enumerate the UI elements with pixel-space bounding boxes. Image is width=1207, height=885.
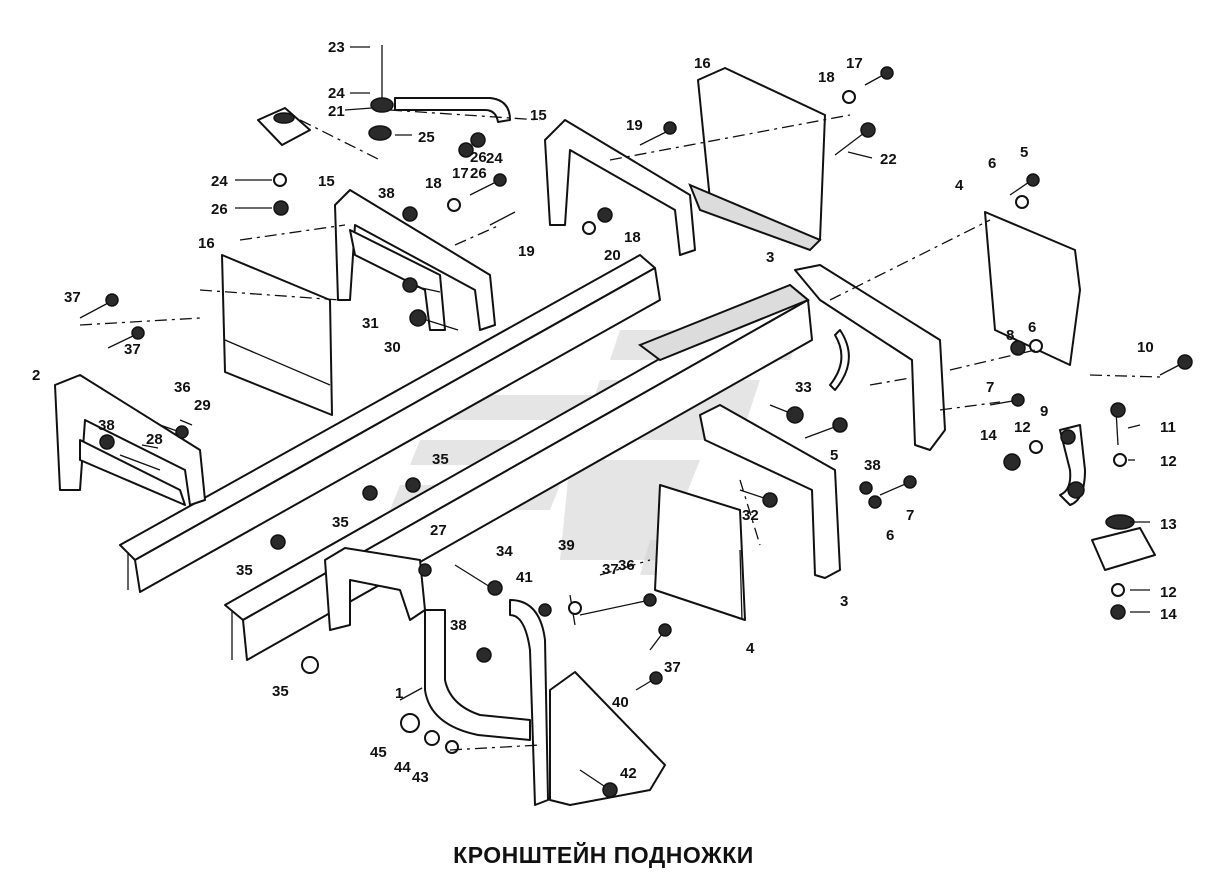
bracket-2-left — [54, 374, 206, 506]
callout: 12 — [1160, 453, 1177, 470]
callout: 31 — [362, 315, 379, 332]
callout: 12 — [1160, 584, 1177, 601]
callout: 36 — [618, 557, 635, 574]
callout: 13 — [1160, 516, 1177, 533]
callout: 38 — [450, 617, 467, 634]
callout: 14 — [980, 427, 997, 444]
callout: 4 — [746, 640, 755, 657]
callout: 37 — [124, 341, 141, 358]
callout: 16 — [694, 55, 711, 72]
rubber-pad-13 — [1091, 514, 1156, 571]
callout: 33 — [795, 379, 812, 396]
callout: 7 — [986, 379, 994, 396]
callout: 20 — [604, 247, 621, 264]
bracket-15-mid — [544, 119, 696, 256]
callout: 6 — [886, 527, 894, 544]
callout: 23 — [328, 39, 345, 56]
callout: 38 — [378, 185, 395, 202]
callout: 7 — [906, 507, 914, 524]
callout: 5 — [830, 447, 838, 464]
callout: 8 — [1006, 327, 1014, 344]
callout: 36 — [174, 379, 191, 396]
callout: 32 — [742, 507, 759, 524]
callout: 22 — [880, 151, 897, 168]
callout: 29 — [194, 397, 211, 414]
callout: 26 — [211, 201, 228, 218]
callout: 27 — [430, 522, 447, 539]
callout: 24 — [211, 173, 228, 190]
callout: 9 — [1040, 403, 1048, 420]
step-arm-1 — [424, 609, 531, 741]
callout: 28 — [146, 431, 163, 448]
callout-labels: 23 24 21 25 24 26 17 26 24 26 18 15 38 1… — [32, 39, 1177, 786]
callout: 1 — [395, 685, 403, 702]
frame-rail-front — [119, 254, 661, 593]
callout: 15 — [530, 107, 547, 124]
callout: 35 — [332, 514, 349, 531]
callout: 35 — [272, 683, 289, 700]
callout: 15 — [318, 173, 335, 190]
callout: 24 — [486, 150, 503, 167]
callout: 24 — [328, 85, 345, 102]
step-hanger — [509, 599, 549, 806]
callout: 21 — [328, 103, 345, 120]
callout: 17 — [846, 55, 863, 72]
callout: 10 — [1137, 339, 1154, 356]
callout: 19 — [626, 117, 643, 134]
diagram-caption: КРОНШТЕЙН ПОДНОЖКИ — [453, 842, 754, 868]
callout: 26 — [470, 165, 487, 182]
callout: 5 — [1020, 144, 1028, 161]
step-plate-42 — [549, 671, 666, 806]
callout: 26 — [470, 149, 487, 166]
fastener-set — [99, 66, 1193, 798]
plate-16-left — [221, 254, 333, 416]
callout: 39 — [558, 537, 575, 554]
callout: 18 — [624, 229, 641, 246]
callout: 44 — [394, 759, 411, 776]
callout: 17 — [452, 165, 469, 182]
callout: 42 — [620, 765, 637, 782]
callout: 35 — [236, 562, 253, 579]
callout: 18 — [818, 69, 835, 86]
callout: 37 — [602, 561, 619, 578]
callout: 40 — [612, 694, 629, 711]
callout: 30 — [384, 339, 401, 356]
step-bracket-27 — [324, 547, 426, 631]
callout: 25 — [418, 129, 435, 146]
plate-16-right — [688, 67, 826, 252]
callout: 3 — [766, 249, 774, 266]
rubber-pad-top — [257, 107, 311, 146]
callout: 43 — [412, 769, 429, 786]
callout: 6 — [988, 155, 996, 172]
callout: 3 — [840, 593, 848, 610]
callout: 11 — [1160, 419, 1176, 436]
callout: 37 — [664, 659, 681, 676]
callout: 34 — [496, 543, 513, 560]
assembly-lines — [79, 109, 1161, 751]
callout: 14 — [1160, 606, 1177, 623]
bracket-15-left — [334, 189, 496, 331]
callout: 19 — [518, 243, 535, 260]
tube-21 — [368, 45, 511, 141]
callout-leaders — [141, 46, 1150, 701]
bracket-3-upper — [794, 264, 946, 451]
callout: 38 — [98, 417, 115, 434]
callout: 45 — [370, 744, 387, 761]
callout: 38 — [864, 457, 881, 474]
callout: 35 — [432, 451, 449, 468]
plate-4-right — [984, 211, 1081, 366]
bracket-3-lower — [699, 404, 841, 579]
callout: 6 — [1028, 319, 1036, 336]
callout: 4 — [955, 177, 964, 194]
callout: 2 — [32, 367, 40, 384]
callout: 12 — [1014, 419, 1031, 436]
callout: 37 — [64, 289, 81, 306]
plate-4-lower — [654, 484, 746, 621]
callout: 18 — [425, 175, 442, 192]
callout: 16 — [198, 235, 215, 252]
callout: 41 — [516, 569, 533, 586]
